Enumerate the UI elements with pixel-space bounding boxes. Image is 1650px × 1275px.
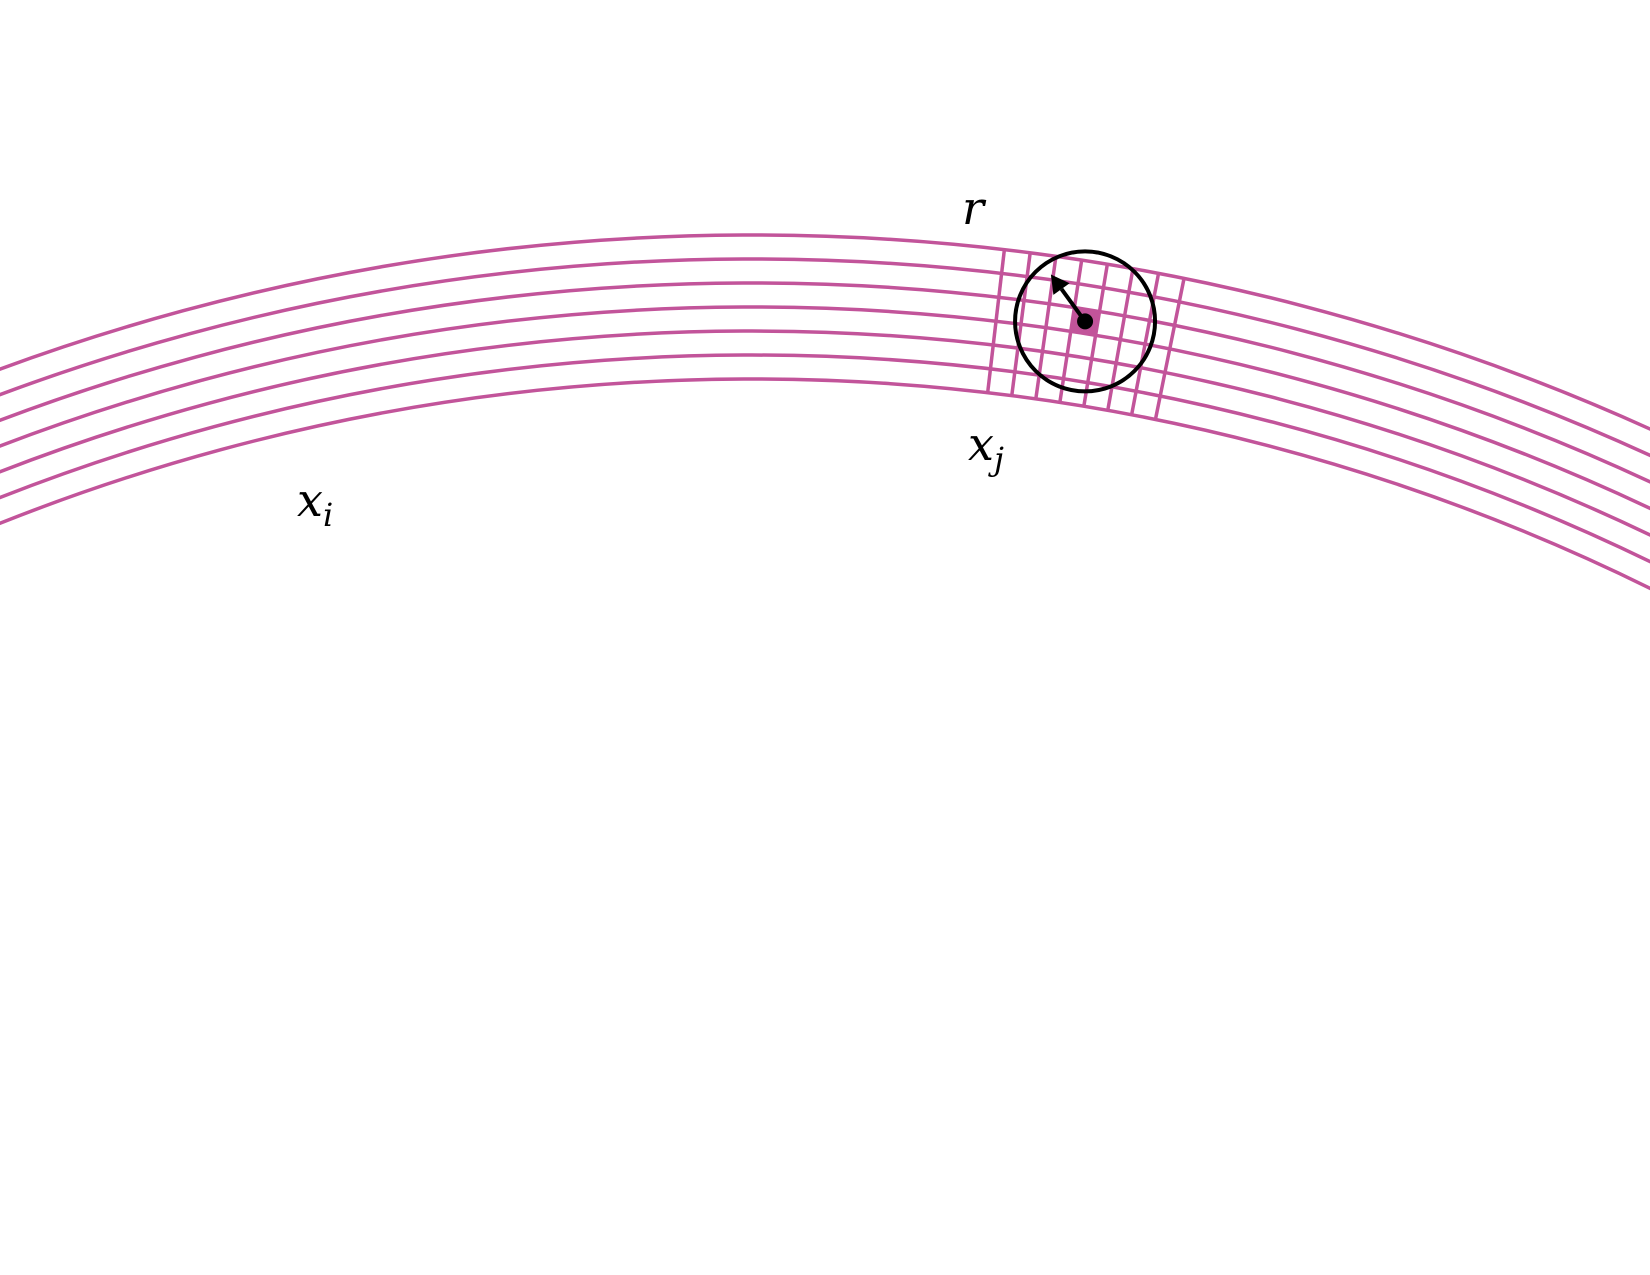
label-xi: xi bbox=[297, 473, 333, 534]
label-xj: xj bbox=[968, 417, 1004, 478]
band-arc bbox=[0, 353, 1650, 564]
band-arc bbox=[0, 281, 1650, 484]
cell-j-cross-line bbox=[1082, 263, 1110, 407]
band-arc bbox=[0, 305, 1650, 511]
cell-j-cross-line bbox=[1129, 273, 1161, 416]
cell-j-cross-line bbox=[985, 249, 1007, 393]
band-arc bbox=[0, 329, 1650, 537]
center-point bbox=[1077, 313, 1094, 330]
band-arc bbox=[0, 233, 1650, 432]
band-arc bbox=[0, 257, 1650, 458]
cell-j-cross-line bbox=[1010, 252, 1032, 396]
cell-j-cross-line bbox=[1058, 259, 1084, 403]
cell-j-cross-line bbox=[1153, 277, 1186, 420]
radius-arrow bbox=[1050, 274, 1094, 330]
neighborhood-circle bbox=[1013, 249, 1158, 394]
band-arc bbox=[0, 377, 1650, 591]
label-r: r bbox=[962, 181, 987, 235]
band-arcs bbox=[0, 233, 1650, 591]
